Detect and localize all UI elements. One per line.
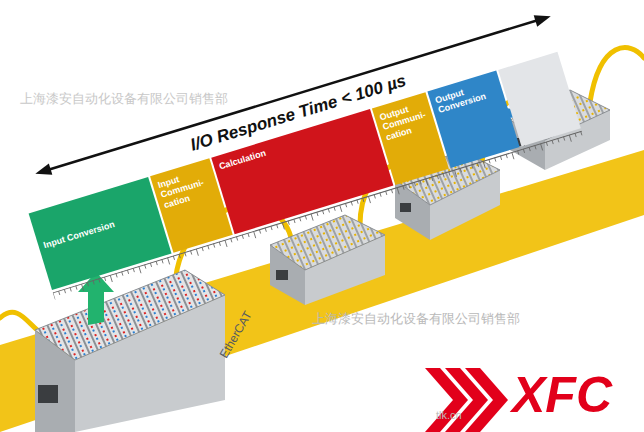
brand-logo: XFC <box>512 370 612 420</box>
watermark: tlk.cn <box>436 410 462 421</box>
watermark: 上海漆安自动化设备有限公司销售部 <box>312 312 520 325</box>
io-terminal <box>270 215 385 305</box>
cables <box>0 48 644 335</box>
stage-label: Input Communi-cation <box>157 165 216 210</box>
watermark: 上海漆安自动化设备有限公司销售部 <box>20 92 228 105</box>
xfc-chevrons <box>425 368 508 432</box>
stage-label: Output Conversion <box>434 78 499 116</box>
stage-label: Output Communi-cation <box>378 99 431 142</box>
stage-label: Input Conversion <box>42 207 155 251</box>
io-terminal <box>35 270 225 432</box>
stage-segment: Input Conversion <box>29 177 172 290</box>
